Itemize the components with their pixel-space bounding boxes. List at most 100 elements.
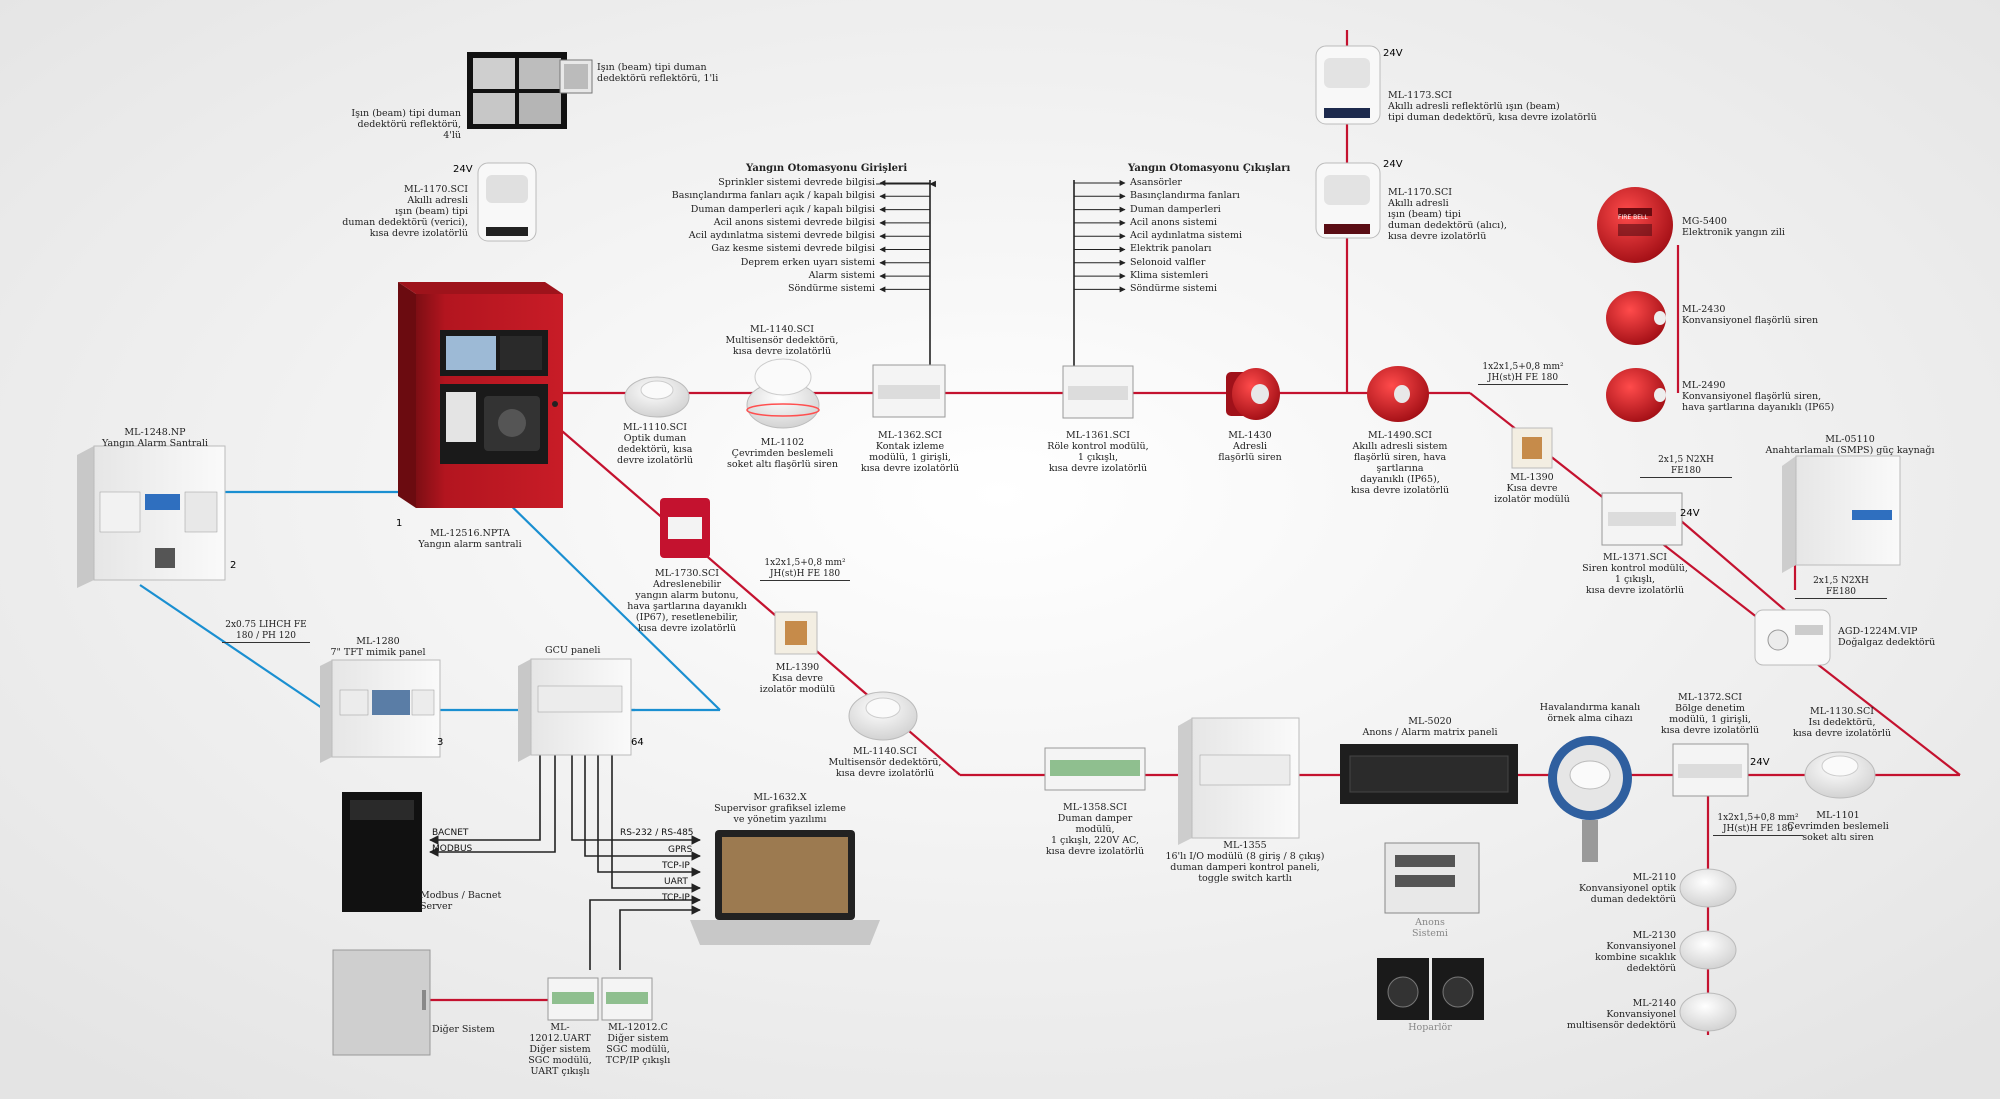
label-line: Anons — [1415, 917, 1445, 928]
label-line: modülü, 1 girişli, — [1669, 714, 1751, 725]
cable-line: 2x1,5 N2XH FE180 — [1813, 576, 1869, 597]
label-code: ML-1362.SCI — [878, 430, 942, 441]
label-line: Çevrimden beslemeli — [731, 448, 834, 459]
black-data-lines — [429, 180, 1075, 970]
label-code: ML-1361.SCI — [1066, 430, 1130, 441]
volt-tag: 24V — [1750, 757, 1770, 768]
label-ml1170-right: ML-1170.SCI Akıllı adresli ışın (beam) t… — [1388, 187, 1538, 242]
cable-line: 180 / PH 120 — [236, 631, 296, 641]
output-item: Klima sistemleri — [1130, 270, 1209, 282]
label-line: Işın (beam) tipi duman — [351, 108, 461, 119]
label-code: ML-05110 — [1825, 434, 1875, 445]
output-item: Asansörler — [1130, 177, 1182, 188]
label-line: kısa devre izolatörlü — [1585, 585, 1685, 596]
label-line: 7" TFT mimik panel — [330, 647, 426, 658]
label-mg5400: MG-5400 Elektronik yangın zili — [1682, 216, 1832, 238]
label-code: ML-1390 — [1510, 472, 1554, 483]
label-line: SGC modülü, — [528, 1055, 592, 1066]
label-line: Hoparlör — [1408, 1022, 1452, 1033]
beam-detector-transmitter-icon — [477, 162, 537, 242]
output-item: Selonoid valfler — [1130, 256, 1206, 268]
label-line: örnek alma cihazı — [1547, 713, 1633, 724]
label-line: Adreslenebilir — [652, 579, 722, 590]
label-code: ML-2110 — [1632, 872, 1676, 883]
label-line: Duman damper modülü, — [1057, 813, 1133, 835]
label-ml1101: ML-1101 Çevrimden beslemeli soket altı s… — [1778, 810, 1898, 843]
beam-reflector-4-icon — [467, 52, 567, 129]
damper-module-icon — [1044, 747, 1146, 791]
label-line: kısa devre izolatörlü — [1350, 485, 1450, 496]
port-number: 1 — [396, 518, 402, 529]
label-ml2430: ML-2430 Konvansiyonel flaşörlü siren — [1682, 304, 1832, 326]
label-line: 16'lı I/O modülü (8 giriş / 8 çıkış) — [1165, 851, 1325, 862]
cable-line: 1x2x1,5+0,8 mm² — [1482, 362, 1564, 372]
label-line: 1 çıkışlı, — [1614, 574, 1656, 585]
label-line: soket altı flaşörlü siren — [727, 459, 838, 470]
cable-line: JH(st)H FE 180 — [1487, 373, 1559, 383]
label-ml1390-top: ML-1390 Kısa devre izolatör modülü — [1482, 472, 1582, 505]
label-code: ML-1140.SCI — [853, 746, 917, 757]
label-line: hava şartlarına dayanıklı (IP65) — [1682, 402, 1835, 413]
label-ml1362: ML-1362.SCI Kontak izleme modülü, 1 giri… — [855, 430, 965, 474]
label-line: ışın (beam) tipi — [395, 206, 468, 217]
output-item: Basınçlandırma fanları — [1130, 190, 1240, 202]
label-code: ML-12012.UART — [529, 1022, 591, 1044]
cable-line: JH(st)H FE 180 — [1722, 824, 1794, 834]
volt-tag: 24V — [453, 164, 473, 175]
input-item: Gaz kesme sistemi devrede bilgisi — [711, 243, 875, 255]
label-line: tipi duman dedektörü, kısa devre izolatö… — [1388, 112, 1597, 123]
conventional-multisensor-icon — [1679, 992, 1737, 1032]
label-line: Konvansiyonel — [1606, 941, 1676, 952]
label-code: ML-1358.SCI — [1063, 802, 1127, 813]
fire-bell-label: FIRE BELL — [1618, 214, 1648, 221]
outputs-title: Yangın Otomasyonu Çıkışları — [1128, 163, 1291, 174]
label-code: ML-1280 — [356, 636, 400, 647]
label-line: Modbus / Bacnet — [420, 890, 502, 901]
label-line: 1 çıkışlı, 220V AC, — [1050, 835, 1140, 846]
label-code: ML-2130 — [1632, 930, 1676, 941]
label-line: kısa devre izolatörlü — [835, 768, 935, 779]
label-ml2130: ML-2130 Konvansiyonel kombine sıcaklık d… — [1556, 930, 1676, 974]
label-code: MG-5400 — [1682, 216, 1727, 227]
label-code: ML-1170.SCI — [404, 184, 468, 195]
label-line: multisensör dedektörü — [1566, 1020, 1676, 1031]
label-code: ML-12012.C — [608, 1022, 668, 1033]
label-line: UART çıkışlı — [530, 1066, 590, 1077]
label-anons: Anons Sistemi — [1400, 917, 1460, 939]
cable-line: JH(st)H FE 180 — [769, 569, 841, 579]
label-line: Röle kontrol modülü, — [1047, 441, 1149, 452]
label-line: kısa devre izolatörlü — [1045, 846, 1145, 857]
label-ml05110: ML-05110 Anahtarlamalı (SMPS) güç kaynağ… — [1760, 434, 1940, 456]
beam-reflector-1-icon — [559, 59, 593, 94]
output-item: Elektrik panoları — [1130, 243, 1212, 255]
label-line: kısa devre izolatörlü — [637, 623, 737, 634]
label-code: ML-1372.SCI — [1678, 692, 1742, 703]
fire-alarm-panel-ml1248-icon — [77, 445, 226, 588]
label-line: dedektörü, kısa — [617, 444, 693, 455]
label-code: ML-1110.SCI — [623, 422, 687, 433]
input-item: Acil anons sistemi devrede bilgisi — [713, 216, 875, 228]
sgc-tcpip-module-icon — [601, 977, 653, 1021]
label-code: ML-1355 — [1223, 840, 1267, 851]
multisensor-detector-2-icon — [848, 691, 918, 741]
label-code: ML-2490 — [1682, 380, 1726, 391]
label-ml1355: ML-1355 16'lı I/O modülü (8 giriş / 8 çı… — [1160, 840, 1330, 884]
label-ml1130: ML-1130.SCI Isı dedektörü, kısa devre iz… — [1782, 706, 1902, 739]
label-code: ML-1371.SCI — [1603, 552, 1667, 563]
label-line: Yangın alarm santrali — [418, 539, 522, 550]
label-line: Çevrimden beslemeli — [1787, 821, 1889, 832]
gas-detector-icon — [1754, 609, 1831, 666]
label-line: Havalandırma kanalı — [1539, 702, 1641, 713]
heat-detector-with-sounder-icon — [1804, 751, 1876, 799]
label-line: kısa devre izolatörlü — [1388, 231, 1487, 242]
output-item: Acil aydınlatma sistemi — [1130, 230, 1243, 242]
label-line: flaşörlü siren — [1218, 452, 1282, 463]
protocol-rs: RS-232 / RS-485 — [620, 828, 694, 838]
label-ml1490: ML-1490.SCI Akıllı adresli sistem flaşör… — [1330, 430, 1470, 496]
label-line: Bölge denetim — [1675, 703, 1745, 714]
label-line: Anahtarlamalı (SMPS) güç kaynağı — [1765, 445, 1935, 456]
